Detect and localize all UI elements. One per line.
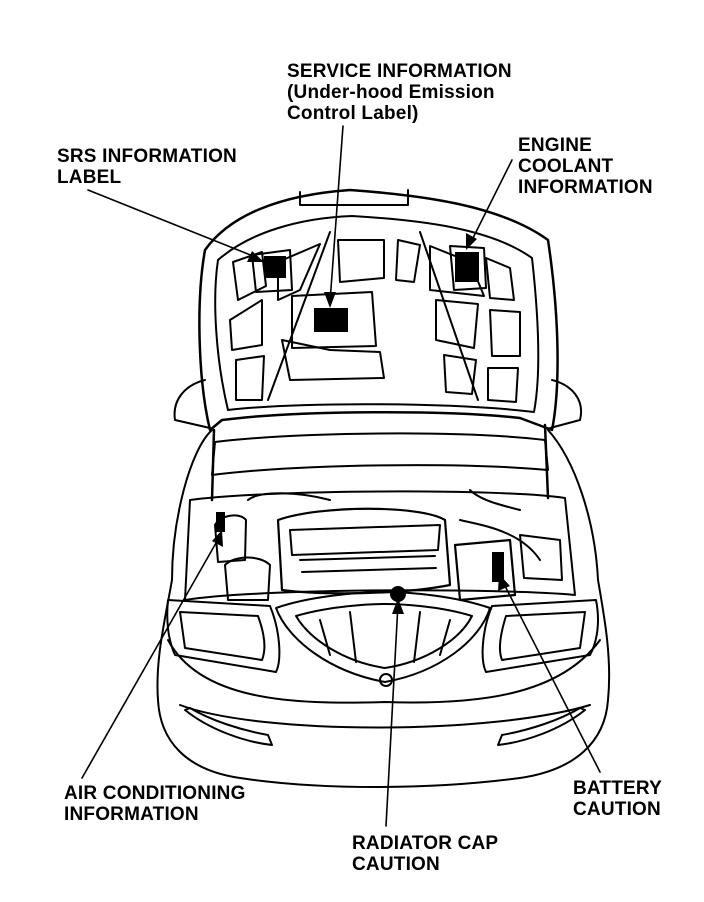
service-information-label: SERVICE INFORMATION (Under-hood Emission… xyxy=(287,61,512,124)
arrow-srs xyxy=(247,251,264,262)
leader-battery xyxy=(501,579,601,773)
engine-coolant-label: ENGINE COOLANT INFORMATION xyxy=(518,135,653,198)
coolant-label-line: COOLANT xyxy=(518,156,614,177)
leader-radiator xyxy=(385,603,399,827)
engine-cover xyxy=(276,507,452,595)
battery-caution-marker xyxy=(492,552,504,582)
emission-label-marker xyxy=(314,308,348,332)
fog-light-right xyxy=(497,707,586,746)
emblem xyxy=(379,673,393,687)
radiator-label-line: CAUTION xyxy=(352,854,440,875)
coolant-label-marker xyxy=(455,252,479,282)
grille-bar xyxy=(349,611,357,663)
headlight-right xyxy=(481,599,599,673)
fuse-box-right xyxy=(519,534,563,581)
emission-label-plate xyxy=(291,291,377,349)
ac-info-marker xyxy=(216,512,225,532)
engine-intake xyxy=(289,524,441,556)
coolant-label-line: INFORMATION xyxy=(518,177,653,198)
hood-opening xyxy=(229,299,263,351)
hood-opening xyxy=(443,354,477,395)
hood-opening xyxy=(487,367,519,403)
front-fascia xyxy=(166,591,599,687)
cowl-panel xyxy=(211,432,549,476)
engine-ribs xyxy=(299,555,437,573)
left-fender xyxy=(156,429,213,701)
leader-srs xyxy=(87,189,259,259)
open-hood xyxy=(173,188,583,432)
service-label-line: Control Label) xyxy=(287,103,419,124)
srs-label-marker xyxy=(264,256,286,278)
coolant-label-line: ENGINE xyxy=(518,135,593,156)
ac-label-line: AIR CONDITIONING xyxy=(64,783,246,804)
hood-opening xyxy=(485,257,515,301)
hoses xyxy=(247,489,521,511)
coolant-label-plate xyxy=(449,245,487,291)
radiator-label-line: RADIATOR CAP xyxy=(352,833,499,854)
grille-bar xyxy=(319,619,331,656)
battery-label-line: CAUTION xyxy=(573,799,661,820)
hood-opening xyxy=(489,309,521,357)
hood-latch-notch xyxy=(299,189,409,206)
grille-bar xyxy=(413,611,421,663)
srs-information-label: SRS INFORMATION LABEL xyxy=(57,146,237,188)
bumper-line xyxy=(167,639,601,704)
headlight-left-inner xyxy=(179,611,266,661)
arrow-ac xyxy=(212,530,223,547)
radiator-cap-caution-label: RADIATOR CAP CAUTION xyxy=(352,833,498,875)
car-body xyxy=(156,429,611,788)
battery-caution-label: BATTERY CAUTION xyxy=(573,778,662,820)
battery xyxy=(453,538,517,602)
leader-service xyxy=(329,125,344,303)
hood-inner-edge xyxy=(214,215,540,413)
headlight-left xyxy=(166,599,281,673)
service-label-line: (Under-hood Emission xyxy=(287,82,495,103)
hood-opening xyxy=(337,239,385,283)
service-label-line: SERVICE INFORMATION xyxy=(287,61,512,82)
hood-brace xyxy=(419,231,479,401)
srs-label-line: SRS INFORMATION xyxy=(57,146,237,167)
hood-left-tab xyxy=(173,379,211,429)
srs-label-line: LABEL xyxy=(57,167,122,188)
hood-opening xyxy=(235,355,265,401)
arrow-battery xyxy=(498,574,510,591)
leader-ac xyxy=(81,535,221,779)
grille-bar xyxy=(439,619,451,656)
hood-outline xyxy=(198,188,559,432)
ac-label-line: INFORMATION xyxy=(64,804,199,825)
bumper-lower xyxy=(179,704,591,729)
right-fender xyxy=(547,429,611,701)
hood-opening xyxy=(281,339,385,381)
hood-brace xyxy=(267,231,331,401)
air-conditioning-label: AIR CONDITIONING INFORMATION xyxy=(64,783,246,825)
fog-light-left xyxy=(184,707,273,746)
engine-bay-edge xyxy=(184,490,576,601)
arrow-coolant xyxy=(466,233,477,250)
leader-lines xyxy=(81,125,601,827)
left-components xyxy=(224,556,271,601)
grille-inner xyxy=(295,603,473,669)
hood-opening xyxy=(395,239,421,283)
srs-label-plate xyxy=(251,249,293,293)
battery-label-line: BATTERY xyxy=(573,778,663,799)
body-lower xyxy=(157,699,609,788)
arrow-service xyxy=(324,292,336,308)
hood-opening xyxy=(435,299,479,349)
headlight-right-inner xyxy=(498,611,586,661)
hood-right-tab xyxy=(549,379,583,429)
hood-opening xyxy=(277,243,321,301)
arrow-radiator xyxy=(392,598,404,614)
battery-cables xyxy=(459,519,541,561)
engine-bay xyxy=(214,489,563,602)
leader-coolant xyxy=(469,159,513,245)
